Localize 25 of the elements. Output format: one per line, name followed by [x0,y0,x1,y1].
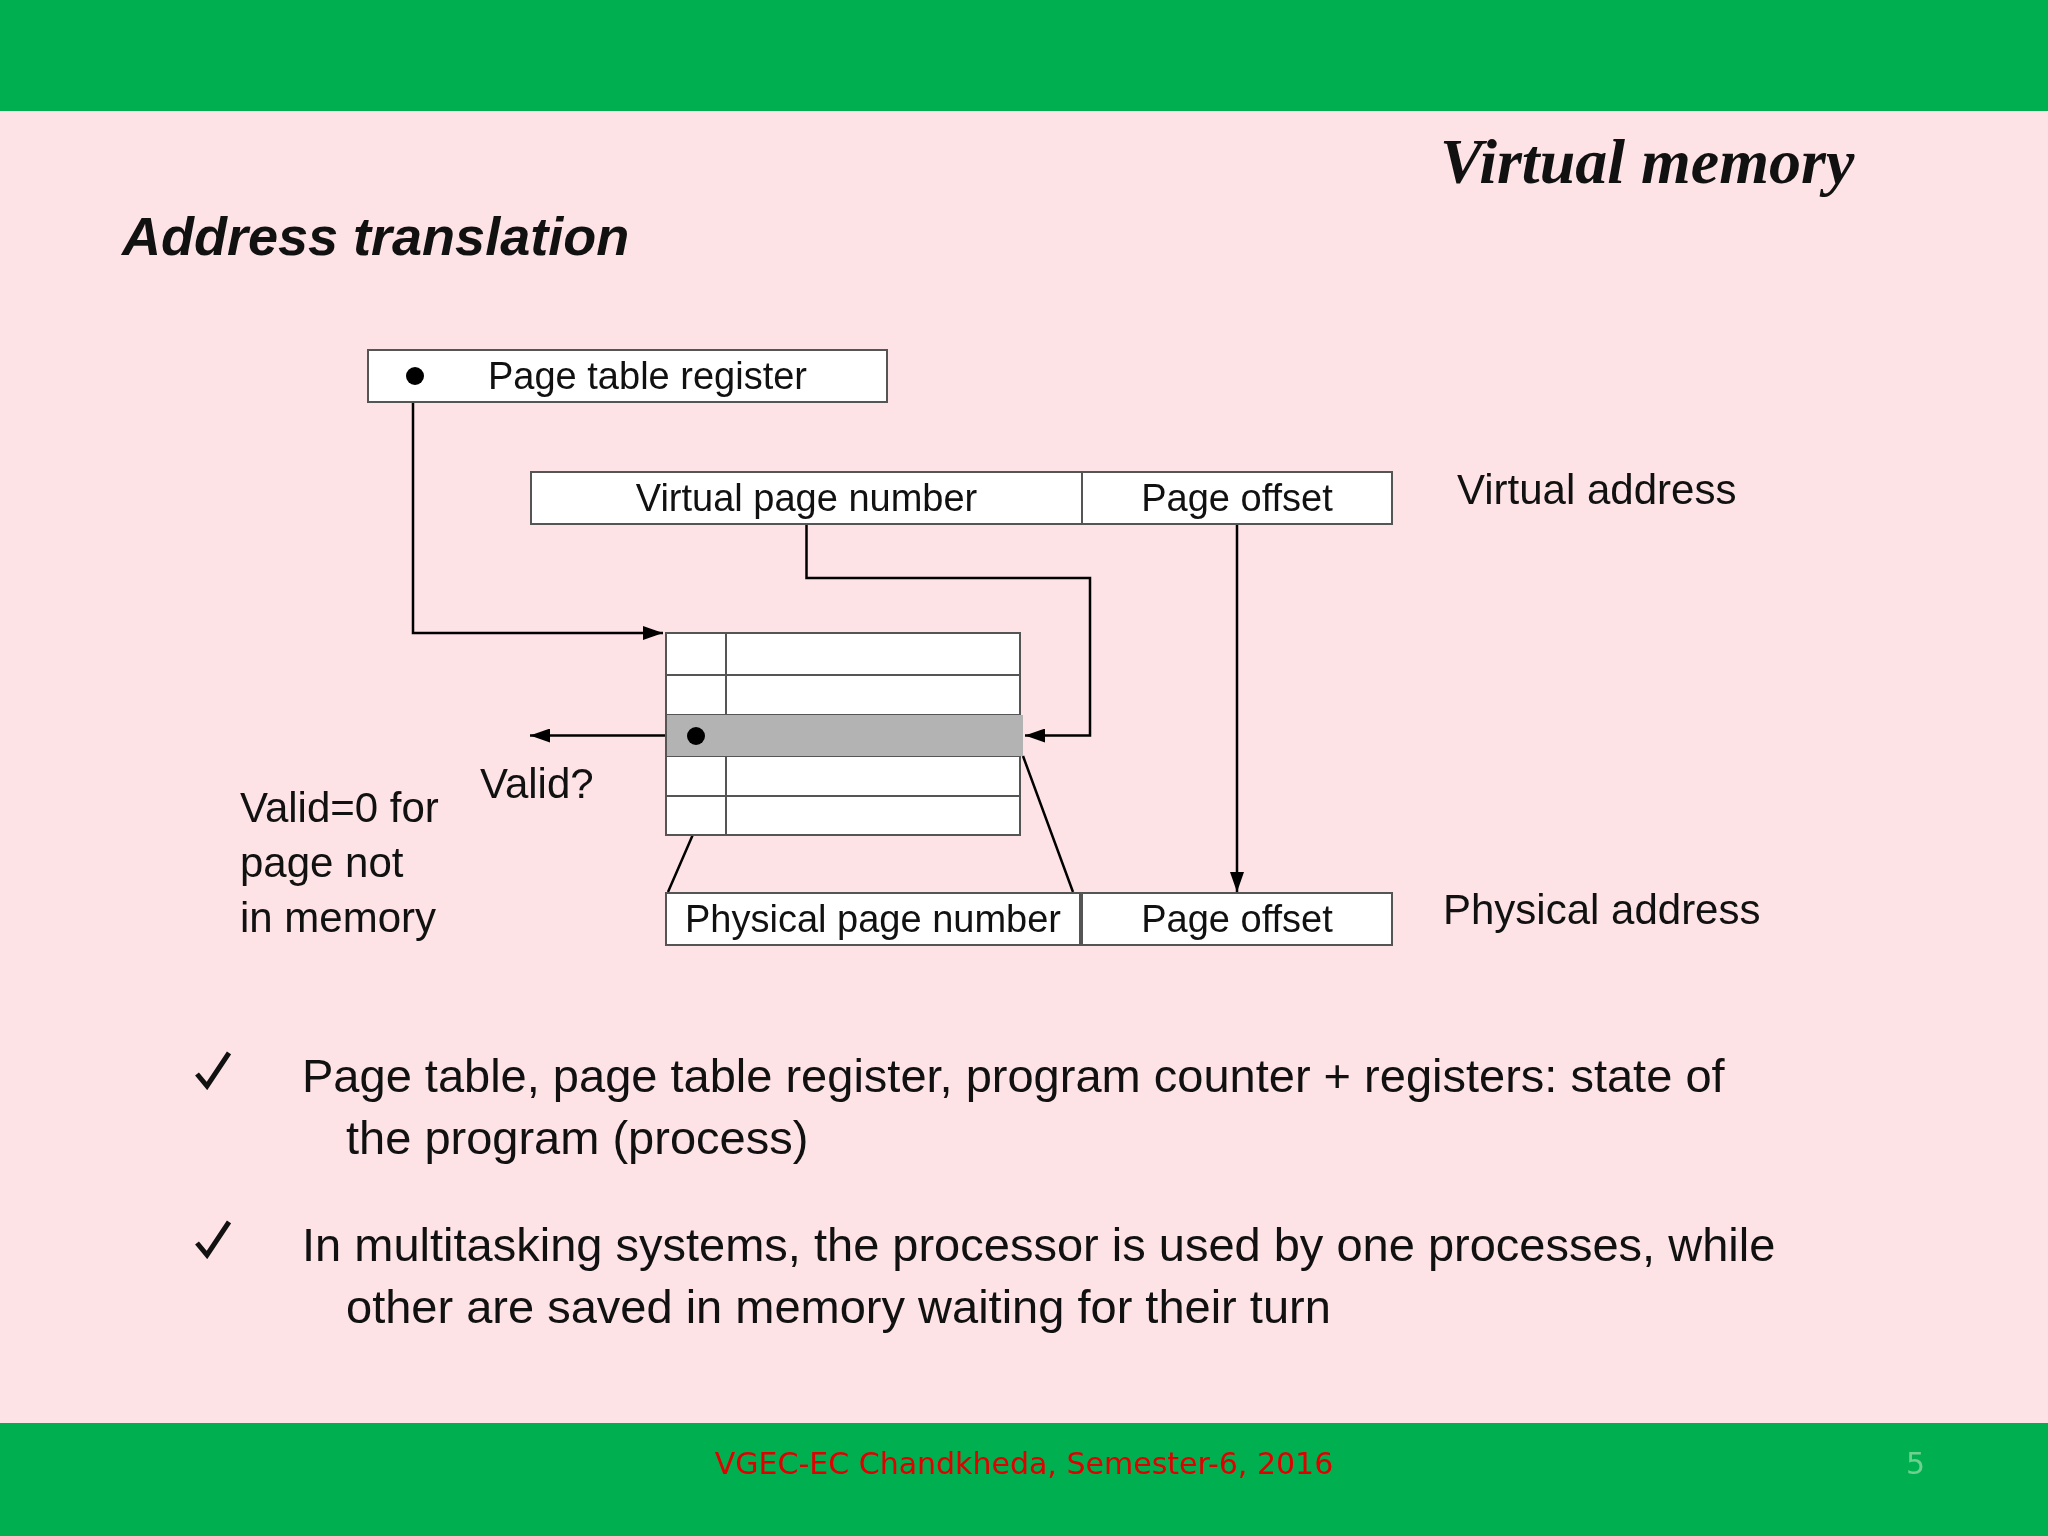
node-label: Physical page number [685,897,1061,941]
slide-header: Virtual memory [1440,125,1855,199]
arrow [411,403,663,640]
field-box [1081,471,1393,525]
field-box [530,471,1083,525]
field-box [1081,892,1393,946]
arrow [1230,525,1244,892]
node-label: Virtual page number [635,476,978,520]
node-label: Page offset [1141,476,1333,520]
node-label: Page offset [1141,897,1333,941]
page-number: 5 [1906,1446,1926,1481]
register-box [367,349,888,403]
table-entry-row [667,715,1023,756]
note-text: Valid=0 for page not in memory [240,783,440,943]
bullet-text: Page table, page table register, program counter + registers: state of the program (process) [302,1048,1726,1166]
slide-heading: Address translation [122,205,630,267]
row-caption: Physical address [1443,886,1761,934]
field-box [665,892,1081,946]
arrow [530,728,667,743]
node-label: Page table register [488,354,807,398]
page-table [665,632,1021,836]
arrow [805,525,1092,743]
bullet-text: In multitasking systems, the processor is used by one processes, while other are saved in memory waiting for their turn [302,1217,1777,1335]
footer-text: VGEC-EC Chandkheda, Semester-6, 2016 [714,1446,1334,1481]
row-caption: Virtual address [1457,466,1737,514]
